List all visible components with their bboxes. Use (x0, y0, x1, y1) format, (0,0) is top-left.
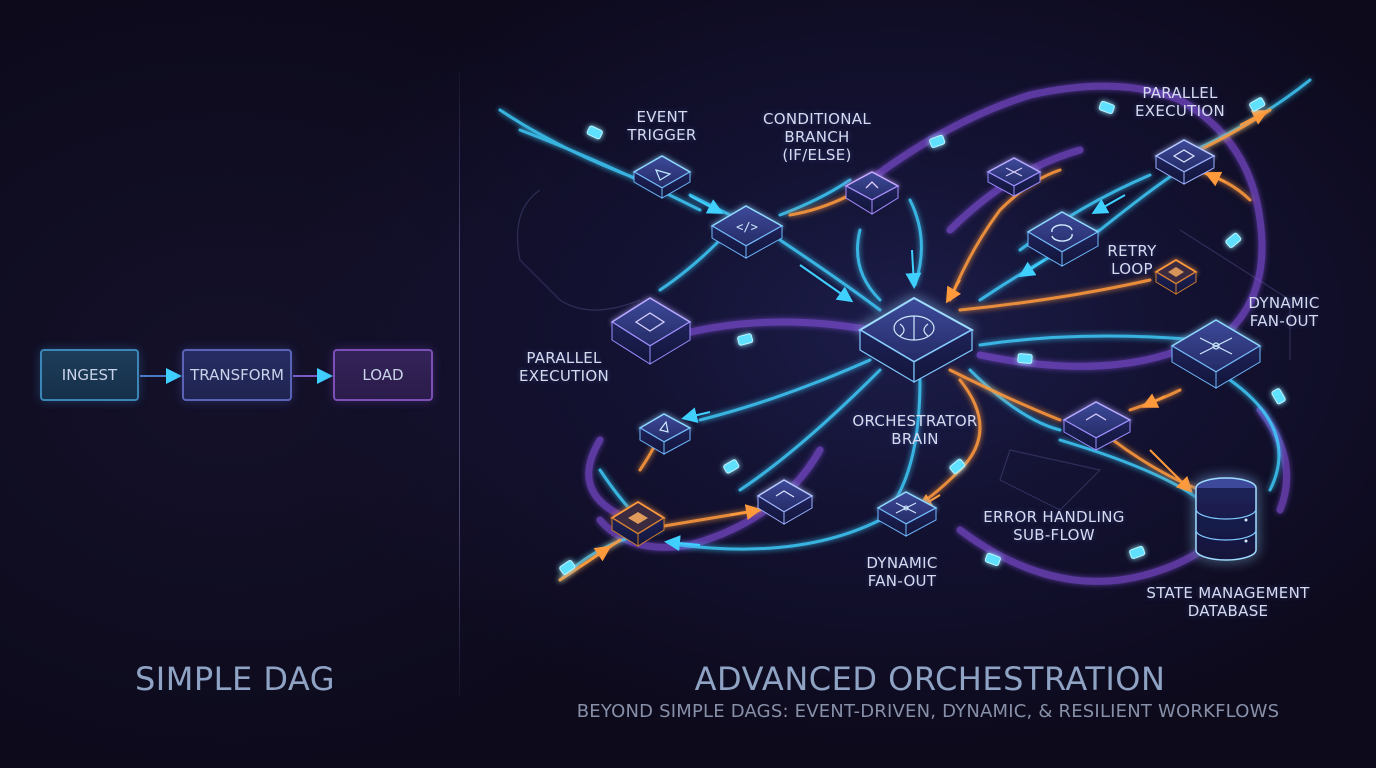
load-label: LOAD (362, 366, 403, 384)
left-triangle-node (640, 414, 690, 454)
retry-loop-node (1028, 212, 1098, 266)
retry-loop-label: RETRY LOOP (1092, 242, 1172, 278)
lower-small-node (758, 480, 812, 524)
advanced-orchestration-title: ADVANCED ORCHESTRATION (620, 660, 1240, 698)
dynamic-fanout-bottom-label: DYNAMIC FAN-OUT (852, 554, 952, 590)
advanced-orchestration-subtitle: BEYOND SIMPLE DAGS: EVENT-DRIVEN, DYNAMI… (560, 701, 1296, 722)
event-trigger-node (634, 156, 690, 198)
transform-label: TRANSFORM (190, 366, 284, 384)
state-database-node (1196, 478, 1256, 560)
dynamic-fanout-right-node (1172, 320, 1260, 388)
conditional-branch-label: CONDITIONAL BRANCH (IF/ELSE) (752, 110, 882, 164)
orchestrator-brain-node (860, 298, 972, 382)
ingest-step: INGEST (40, 349, 139, 401)
dynamic-fanout-right-label: DYNAMIC FAN-OUT (1234, 294, 1334, 330)
conditional-branch-node (846, 172, 898, 214)
parallel-execution-left-label: PARALLEL EXECUTION (504, 349, 624, 385)
transform-step: TRANSFORM (182, 349, 292, 401)
code-icon: </> (736, 220, 758, 234)
state-management-label: STATE MANAGEMENT DATABASE (1138, 584, 1318, 620)
section-divider (459, 72, 460, 696)
load-step: LOAD (333, 349, 433, 401)
ingest-label: INGEST (62, 366, 117, 384)
simple-dag-title: SIMPLE DAG (110, 660, 360, 698)
orchestrator-brain-label: ORCHESTRATOR BRAIN (840, 412, 990, 448)
parallel-execution-top-label: PARALLEL EXECUTION (1120, 84, 1240, 120)
code-node: </> (712, 206, 782, 258)
error-handling-label: ERROR HANDLING SUB-FLOW (972, 508, 1136, 544)
event-trigger-label: EVENT TRIGGER (612, 108, 712, 144)
